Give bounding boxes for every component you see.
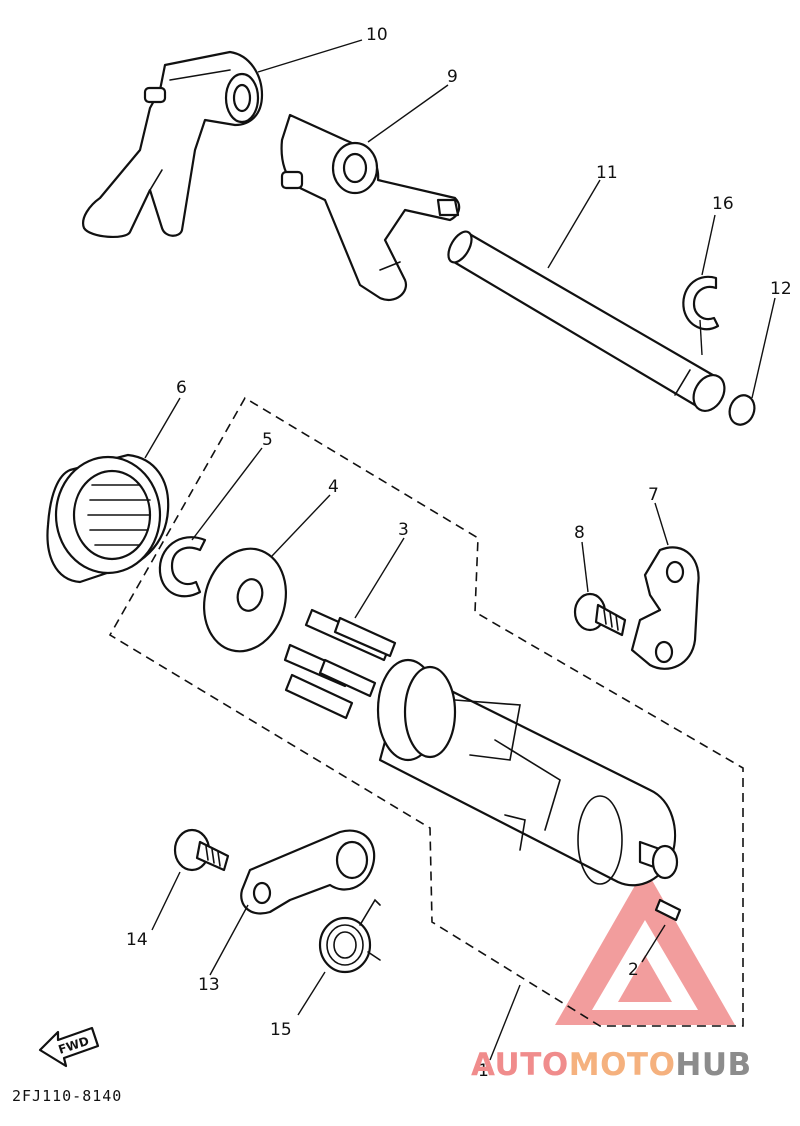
shift-cam-1 [376, 658, 679, 887]
diagram-code: 2FJ110-8140 [12, 1087, 122, 1105]
stopper-lever-13 [240, 829, 376, 915]
callout-14: 14 [126, 930, 148, 950]
watermark-logo-icon [555, 868, 735, 1025]
callout-5: 5 [262, 430, 273, 450]
watermark-part-3: HUB [675, 1047, 751, 1083]
callout-8: 8 [574, 523, 585, 543]
bolt-14 [173, 828, 230, 872]
fwd-arrow-icon: FWD [38, 1026, 100, 1068]
watermark-part-2: MOTO [569, 1047, 676, 1083]
callout-4: 4 [328, 477, 339, 497]
dowel-pin-2 [654, 898, 682, 922]
callout-15: 15 [270, 1020, 292, 1040]
callout-7: 7 [648, 485, 659, 505]
washer-4 [202, 547, 288, 653]
watermark-wordmark: AUTOMOTOHUB [471, 1047, 752, 1083]
spring-15 [318, 898, 381, 974]
circlip-16 [682, 275, 720, 331]
callout-labels: 1 2 3 4 5 6 7 8 9 10 11 12 13 14 15 16 [126, 25, 792, 1081]
callout-3: 3 [398, 520, 409, 540]
plate-7 [630, 546, 700, 670]
callout-12: 12 [770, 279, 792, 299]
callout-6: 6 [176, 378, 187, 398]
callout-13: 13 [198, 975, 220, 995]
circlip-5 [158, 536, 207, 598]
callout-1: 1 [478, 1061, 489, 1081]
bolt-8 [573, 592, 627, 637]
shift-fork-10 [82, 50, 264, 238]
bearing-6 [46, 453, 170, 584]
shift-fork-shaft-11 [447, 230, 726, 412]
leader-lines [144, 39, 776, 1061]
callout-10: 10 [366, 25, 388, 45]
pins-3 [283, 608, 397, 720]
callout-16: 16 [712, 194, 734, 214]
callout-9: 9 [447, 67, 458, 87]
watermark-part-1: AUTO [471, 1047, 569, 1083]
svg-text:AUTOMOTOHUB: AUTOMOTOHUB [471, 1047, 752, 1083]
callout-11: 11 [596, 163, 618, 183]
callout-2: 2 [628, 960, 639, 980]
assembly-boundary [108, 396, 744, 1027]
shift-fork-9 [280, 113, 461, 301]
o-ring-12 [728, 394, 756, 426]
